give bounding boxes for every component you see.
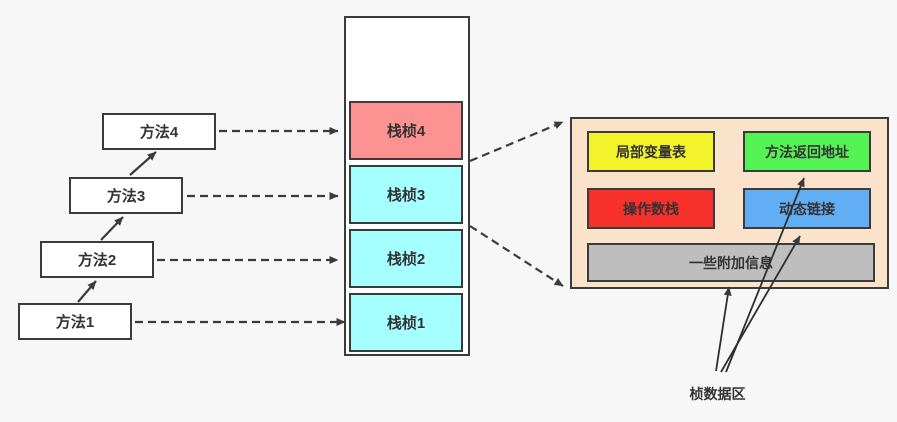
stack-frame-4-label: 栈桢4 <box>386 123 426 140</box>
frame-data-area-label: 桢数据区 <box>689 386 746 402</box>
method-return-address-box: 方法返回地址 <box>743 131 871 172</box>
stack-frame-4: 栈桢4 <box>349 101 463 160</box>
local-variable-table-box: 局部变量表 <box>587 131 715 172</box>
stack-frame-2-label: 栈桢2 <box>386 251 426 268</box>
method-box-4: 方法4 <box>102 113 216 150</box>
method-box-2: 方法2 <box>40 241 154 278</box>
method-4-label: 方法4 <box>139 124 179 141</box>
method-chain-arrows <box>77 151 157 303</box>
method-1-label: 方法1 <box>55 314 95 331</box>
dynamic-link-box: 动态链接 <box>743 188 871 229</box>
arrow-caption-to-extra-info <box>715 286 732 372</box>
stack-frame-1-label: 栈桢1 <box>386 315 426 332</box>
method-return-address-label: 方法返回地址 <box>765 143 849 160</box>
extra-info-box: 一些附加信息 <box>587 243 875 282</box>
stack-frame-3-label: 栈桢3 <box>386 187 426 204</box>
expansion-line-top <box>469 120 564 163</box>
local-variable-table-label: 局部变量表 <box>616 143 686 160</box>
dynamic-link-label: 动态链接 <box>779 200 835 217</box>
stack-frame-1: 栈桢1 <box>349 293 463 352</box>
method-box-3: 方法3 <box>69 177 183 214</box>
operand-stack-label: 操作数栈 <box>623 200 679 217</box>
stack-frame-3: 栈桢3 <box>349 165 463 224</box>
stack-frame-2: 栈桢2 <box>349 229 463 288</box>
method-2-label: 方法2 <box>77 252 117 269</box>
method-box-1: 方法1 <box>18 303 132 340</box>
operand-stack-box: 操作数栈 <box>587 188 715 229</box>
method-to-frame-arrows <box>135 127 346 326</box>
arrow-method1-to-method2 <box>77 280 97 303</box>
arrow-method3-to-method4 <box>129 151 157 176</box>
arrow-method2-to-method3 <box>100 216 124 241</box>
method-3-label: 方法3 <box>106 188 146 205</box>
frame-expansion-lines <box>469 120 564 287</box>
extra-info-label: 一些附加信息 <box>689 254 773 271</box>
expansion-line-bottom <box>469 225 564 287</box>
